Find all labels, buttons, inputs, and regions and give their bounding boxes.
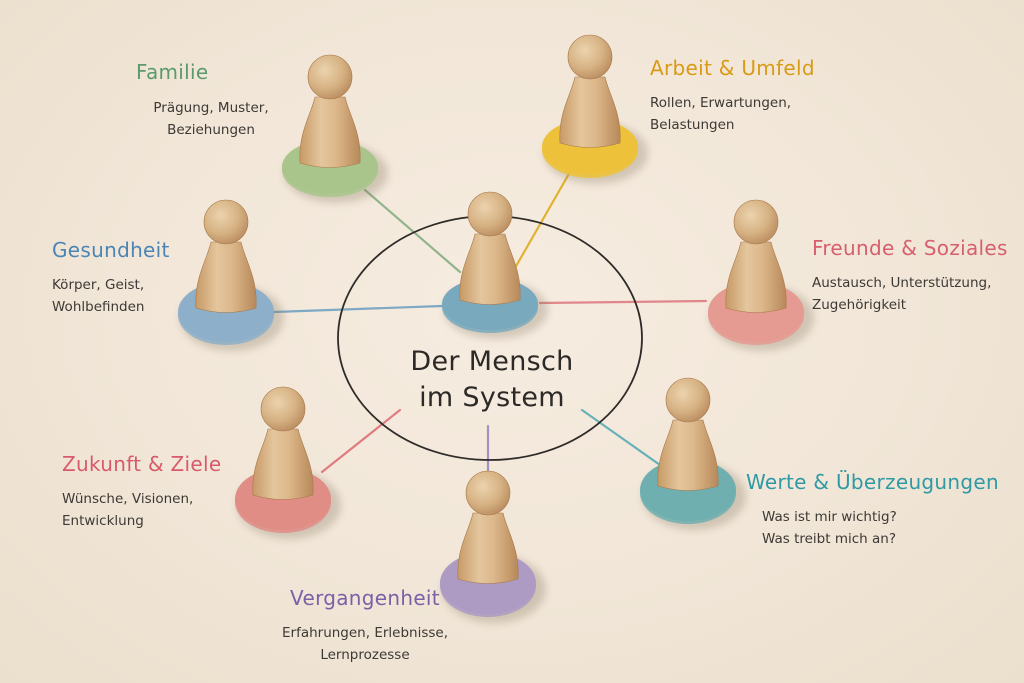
center-label-line2: im System	[419, 382, 565, 413]
label-familie-line2: Beziehungen	[167, 122, 255, 138]
body-werte	[657, 419, 719, 491]
label-gesundheit-line2: Wohlbefinden	[52, 299, 145, 315]
head-freunde	[733, 199, 779, 245]
thread-zukunft	[320, 408, 402, 474]
body-zukunft	[252, 428, 314, 500]
label-werte-line1: Was ist mir wichtig?	[762, 509, 897, 525]
label-vergangenheit-line1: Erfahrungen, Erlebnisse,	[281, 625, 448, 641]
label-familie-desc: Prägung, Muster, Beziehungen	[144, 97, 278, 141]
center-label-line1: Der Mensch	[410, 346, 574, 377]
label-gesundheit-line1: Körper, Geist,	[52, 277, 145, 293]
head-zukunft	[260, 386, 306, 432]
thread-freunde	[538, 299, 708, 305]
head-werte	[665, 377, 711, 423]
label-freunde-line1: Austausch, Unterstützung,	[812, 275, 992, 291]
label-zukunft-line2: Entwicklung	[62, 513, 144, 529]
figure-center	[442, 191, 548, 339]
head-familie	[307, 54, 353, 100]
label-gesundheit: Gesundheit Körper, Geist, Wohlbefinden	[52, 238, 170, 318]
body-freunde	[725, 241, 787, 313]
label-arbeit-line2: Belastungen	[650, 117, 735, 133]
label-arbeit-line1: Rollen, Erwartungen,	[650, 95, 792, 111]
thread-werte	[580, 408, 662, 467]
body-familie	[299, 96, 361, 168]
label-vergangenheit-title: Vergangenheit	[290, 586, 440, 610]
body-vergangenheit	[457, 512, 519, 584]
figure-gesundheit	[178, 199, 284, 351]
figure-arbeit	[542, 34, 648, 184]
figure-familie	[282, 54, 388, 203]
thread-gesundheit	[272, 304, 444, 314]
label-vergangenheit-line2: Lernprozesse	[320, 647, 410, 663]
thread-arbeit	[513, 170, 572, 270]
label-arbeit: Arbeit & Umfeld Rollen, Erwartungen, Bel…	[650, 56, 815, 136]
label-zukunft-line1: Wünsche, Visionen,	[62, 491, 194, 507]
head-vergangenheit	[465, 470, 511, 516]
figure-werte	[640, 377, 746, 530]
figure-zukunft	[235, 386, 341, 539]
figure-vergangenheit	[440, 470, 546, 623]
label-zukunft-title: Zukunft & Ziele	[62, 452, 222, 476]
label-vergangenheit: Vergangenheit Erfahrungen, Erlebnisse, L…	[270, 586, 460, 666]
body-gesundheit	[195, 241, 257, 313]
head-arbeit	[567, 34, 613, 80]
label-werte: Werte & Überzeugungen Was ist mir wichti…	[746, 470, 999, 550]
figure-freunde	[708, 199, 814, 351]
body-center	[459, 233, 521, 305]
head-center	[467, 191, 513, 237]
thread-familie	[363, 188, 462, 274]
label-gesundheit-title: Gesundheit	[52, 238, 170, 262]
label-werte-line2: Was treibt mich an?	[762, 531, 897, 547]
label-arbeit-title: Arbeit & Umfeld	[650, 56, 815, 80]
label-familie-line1: Prägung, Muster,	[153, 100, 269, 116]
label-familie: Familie	[136, 60, 208, 96]
label-freunde-line2: Zugehörigkeit	[812, 297, 907, 313]
head-gesundheit	[203, 199, 249, 245]
body-arbeit	[559, 76, 621, 148]
label-zukunft: Zukunft & Ziele Wünsche, Visionen, Entwi…	[62, 452, 221, 532]
label-freunde: Freunde & Soziales Austausch, Unterstütz…	[812, 236, 1008, 316]
label-freunde-title: Freunde & Soziales	[812, 236, 1008, 260]
label-familie-title: Familie	[136, 60, 209, 84]
label-werte-title: Werte & Überzeugungen	[746, 470, 999, 494]
center-label: Der Mensch im System	[392, 344, 592, 416]
